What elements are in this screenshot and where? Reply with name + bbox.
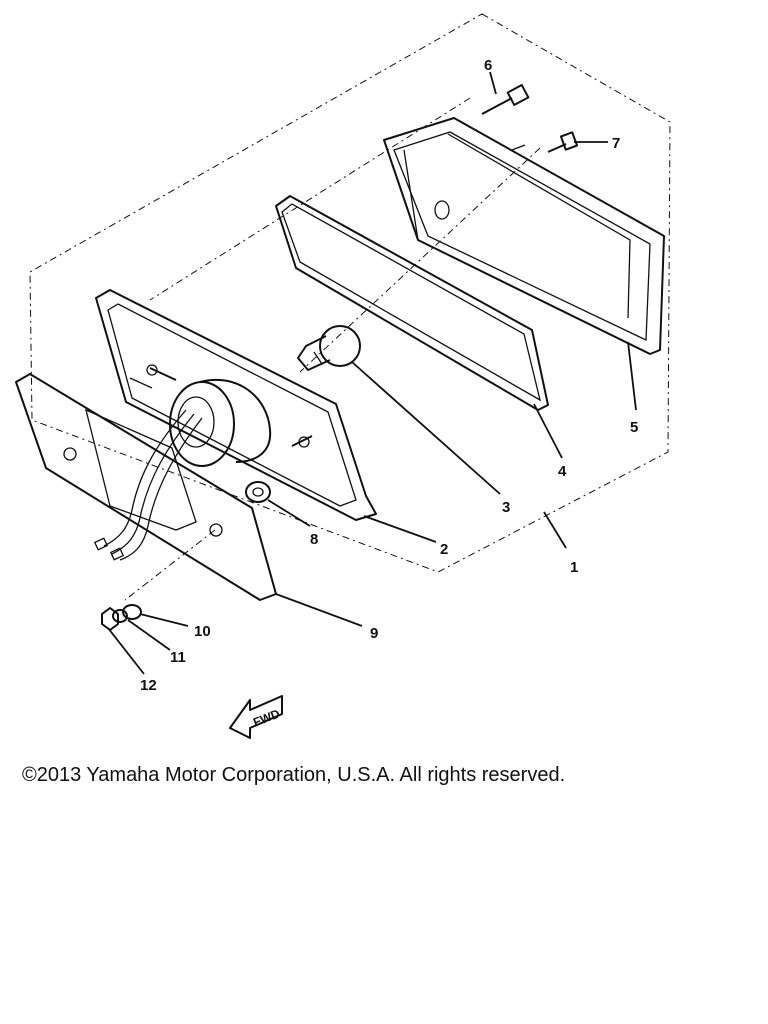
callout-2: 2 bbox=[440, 541, 448, 558]
callout-8: 8 bbox=[310, 531, 318, 548]
part-9-base-plate bbox=[15, 373, 277, 601]
part-8-grommet bbox=[245, 481, 271, 503]
callout-12: 12 bbox=[140, 677, 157, 694]
parts-10-12-fasteners bbox=[101, 604, 142, 631]
callout-1: 1 bbox=[570, 559, 578, 576]
assembly-boundary bbox=[29, 13, 671, 573]
fwd-arrow-icon: FWD bbox=[229, 695, 283, 739]
callout-7: 7 bbox=[612, 135, 620, 152]
part-5-housing bbox=[383, 117, 665, 355]
part-3-bulb bbox=[297, 325, 361, 371]
part-2-lens-frame bbox=[95, 289, 377, 521]
copyright-notice: ©2013 Yamaha Motor Corporation, U.S.A. A… bbox=[22, 764, 566, 786]
fwd-label: FWD bbox=[251, 706, 282, 729]
leader-lines bbox=[107, 71, 637, 675]
callout-3: 3 bbox=[502, 499, 510, 516]
wire-harness bbox=[93, 409, 203, 561]
callout-10: 10 bbox=[194, 623, 211, 640]
exploded-parts-diagram: 1 2 3 4 5 6 7 8 9 10 11 12 FWD bbox=[15, 13, 671, 739]
lamp-socket bbox=[146, 364, 313, 467]
alignment-lines bbox=[124, 97, 541, 601]
part-4-gasket bbox=[275, 195, 549, 411]
callout-9: 9 bbox=[370, 625, 378, 642]
callout-4: 4 bbox=[558, 463, 567, 480]
part-6-screw bbox=[481, 84, 530, 115]
callout-6: 6 bbox=[484, 57, 492, 74]
part-7-screw bbox=[547, 131, 579, 153]
callout-11: 11 bbox=[170, 649, 186, 666]
callout-5: 5 bbox=[630, 419, 638, 436]
